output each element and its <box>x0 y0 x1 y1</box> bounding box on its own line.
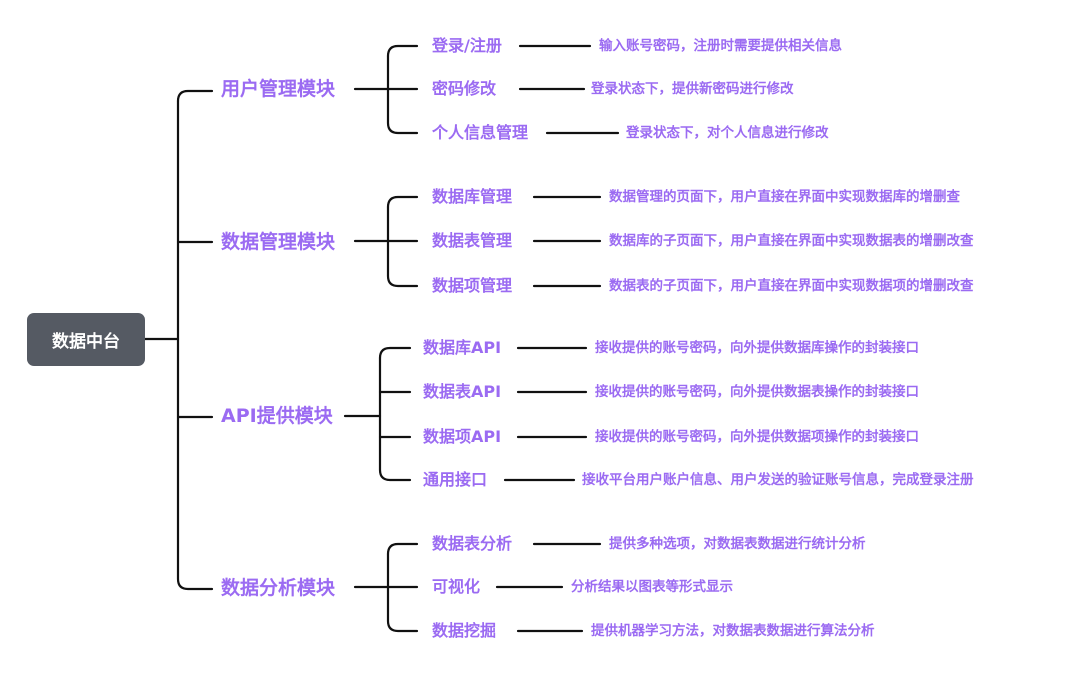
module-data-analysis: 数据分析模块 <box>221 577 336 599</box>
branch-desc: 提供机器学习方法，对数据表数据进行算法分析 <box>591 623 875 639</box>
branch-desc: 接收提供的账号密码，向外提供数据项操作的封装接口 <box>595 429 919 445</box>
branch-desc: 登录状态下，提供新密码进行修改 <box>591 81 794 97</box>
module-api: API提供模块 <box>221 405 333 427</box>
branch-desc: 提供多种选项，对数据表数据进行统计分析 <box>609 536 866 552</box>
branch-login-register: 登录/注册 <box>432 36 502 55</box>
root-node: 数据中台 <box>27 313 145 366</box>
module-data-management: 数据管理模块 <box>221 231 336 253</box>
branch-desc: 接收提供的账号密码，向外提供数据表操作的封装接口 <box>595 384 919 400</box>
branch-table-management: 数据表管理 <box>432 231 513 250</box>
branch-desc: 接收提供的账号密码，向外提供数据库操作的封装接口 <box>595 340 919 356</box>
branch-database-api: 数据库API <box>423 338 502 357</box>
branch-desc: 登录状态下，对个人信息进行修改 <box>626 125 829 141</box>
branch-desc: 数据表的子页面下，用户直接在界面中实现数据项的增删改查 <box>609 278 974 294</box>
branch-desc: 数据库的子页面下，用户直接在界面中实现数据表的增删改查 <box>609 233 974 249</box>
branch-password-change: 密码修改 <box>432 79 497 98</box>
branch-table-analysis: 数据表分析 <box>432 534 513 553</box>
branch-database-management: 数据库管理 <box>432 187 513 206</box>
module-user-management: 用户管理模块 <box>221 78 336 100</box>
branch-table-api: 数据表API <box>423 382 502 401</box>
branch-desc: 接收平台用户账户信息、用户发送的验证账号信息，完成登录注册 <box>582 472 974 488</box>
branch-data-mining: 数据挖掘 <box>432 621 497 640</box>
branch-desc: 分析结果以图表等形式显示 <box>571 579 733 595</box>
branch-desc: 数据管理的页面下，用户直接在界面中实现数据库的增删查 <box>609 189 960 205</box>
branch-visualization: 可视化 <box>432 577 481 596</box>
branch-desc: 输入账号密码，注册时需要提供相关信息 <box>599 38 842 54</box>
branch-profile-management: 个人信息管理 <box>432 123 529 142</box>
branch-item-management: 数据项管理 <box>432 276 513 295</box>
branch-item-api: 数据项API <box>423 427 502 446</box>
branch-general-interface: 通用接口 <box>423 470 488 489</box>
